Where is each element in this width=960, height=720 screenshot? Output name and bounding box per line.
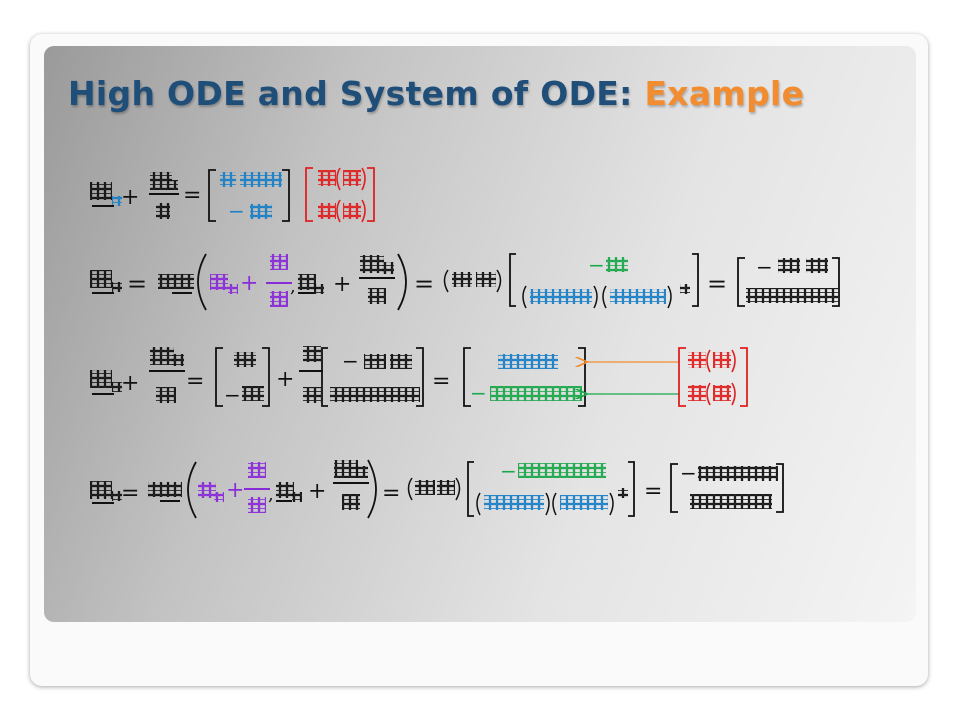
- eq3-result-minus: −: [470, 381, 487, 405]
- eq2-equals-1: =: [127, 270, 147, 298]
- equation-3: + = − + − = −: [90, 346, 748, 407]
- content-panel: [44, 46, 916, 622]
- eq4-equals-2: =: [382, 481, 400, 506]
- equation-4: = + , + = − = −: [90, 459, 784, 519]
- eq3-equals-1: =: [186, 369, 204, 394]
- eq2-inner-plus: +: [240, 271, 258, 296]
- eq3-equals-2: =: [432, 369, 450, 394]
- equation-2: = + , + = − = −: [90, 253, 840, 311]
- eq1-vec-minus: −: [228, 199, 245, 223]
- eq2-result-minus: −: [756, 255, 773, 279]
- equation-1: + = −: [90, 167, 375, 223]
- eq4-comma: ,: [268, 484, 274, 505]
- eq4-equals-3: =: [644, 479, 662, 504]
- eq3-plus: +: [121, 371, 139, 396]
- eq2-comma: ,: [290, 276, 296, 297]
- title-main: High ODE and System of ODE:: [68, 74, 645, 113]
- eq1-plus: +: [121, 185, 139, 210]
- eq2-equals-2: =: [414, 270, 434, 298]
- eq2-equals-3: =: [707, 270, 727, 298]
- eq4-plus: +: [308, 479, 326, 504]
- slide-title: High ODE and System of ODE: Example: [68, 74, 804, 113]
- eq2-plus: +: [333, 272, 351, 297]
- eq3-middle-minus: −: [342, 349, 359, 373]
- eq2-vec-minus: −: [588, 253, 605, 277]
- eq1-equals: =: [183, 183, 201, 208]
- eq4-vec-minus: −: [500, 459, 517, 483]
- eq3-plus-2: +: [276, 367, 294, 392]
- title-highlight: Example: [644, 74, 805, 113]
- eq4-inner-plus: +: [226, 478, 244, 503]
- eq3-vec-minus: −: [224, 383, 241, 407]
- eq4-equals-1: =: [121, 481, 139, 506]
- eq4-result-minus: −: [680, 461, 697, 485]
